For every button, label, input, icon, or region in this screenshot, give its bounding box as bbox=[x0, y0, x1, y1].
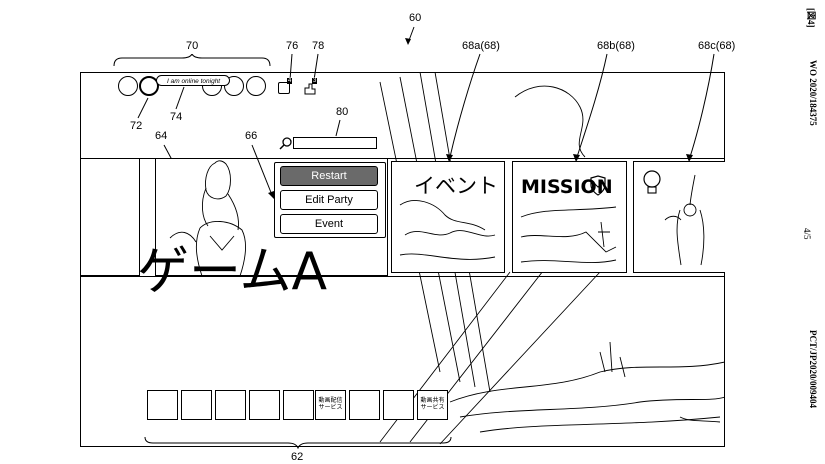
avatar-icon[interactable] bbox=[118, 76, 138, 96]
hint-card-sketch bbox=[664, 174, 705, 266]
ref-card-b: 68b(68) bbox=[597, 40, 635, 52]
avatar-icon[interactable] bbox=[246, 76, 266, 96]
band-top-line bbox=[80, 158, 725, 159]
ref-notif-icon-b: 78 bbox=[312, 40, 325, 52]
ref-figure-60: 60 bbox=[409, 12, 422, 24]
mission-card[interactable] bbox=[512, 161, 627, 273]
ref-game-image: 64 bbox=[155, 130, 168, 142]
search-input[interactable] bbox=[293, 137, 377, 149]
avatar-bar-brace bbox=[113, 54, 271, 67]
shield-icon bbox=[590, 175, 606, 196]
ref-speech-bubble: 74 bbox=[170, 111, 183, 123]
ref-leader-74 bbox=[175, 86, 185, 110]
ref-arrow-68a bbox=[446, 53, 481, 162]
thumbnail-item[interactable] bbox=[181, 390, 212, 420]
page-marker: 4/5 bbox=[802, 228, 812, 240]
ref-card-c: 68c(68) bbox=[698, 40, 736, 52]
thumbnail-item[interactable] bbox=[383, 390, 414, 420]
event-card-sketch bbox=[399, 200, 496, 260]
previous-game-frame[interactable] bbox=[80, 158, 140, 276]
notif-badge-b: 3 bbox=[312, 78, 318, 84]
thumbnail-item[interactable] bbox=[349, 390, 380, 420]
speech-bubble-text: I am online tonight bbox=[167, 78, 221, 85]
ref-leader-76-78 bbox=[289, 53, 319, 81]
thumbnail-item[interactable] bbox=[249, 390, 280, 420]
band-bottom-line bbox=[80, 276, 725, 277]
video-streaming-thumbnail[interactable]: 動画配信 サービス bbox=[315, 390, 346, 420]
ref-arrow-68c bbox=[686, 53, 715, 162]
game-character-sketch bbox=[169, 160, 247, 276]
ref-menu: 66 bbox=[245, 130, 258, 142]
thumbnail-item[interactable] bbox=[215, 390, 246, 420]
ref-leader-72 bbox=[137, 97, 149, 119]
search-icon[interactable] bbox=[279, 136, 293, 150]
smiley-icon[interactable] bbox=[278, 82, 290, 94]
thumbnail-item[interactable] bbox=[283, 390, 314, 420]
ref-selected-avatar: 72 bbox=[130, 120, 143, 132]
event-card-caption: イベント bbox=[414, 174, 498, 198]
restart-button[interactable]: Restart bbox=[280, 166, 378, 186]
ref-thumb-row: 62 bbox=[291, 451, 304, 463]
ref-arrow-68b bbox=[573, 53, 608, 162]
speech-bubble: I am online tonight bbox=[156, 75, 230, 86]
ref-card-a: 68a(68) bbox=[462, 40, 500, 52]
thumb-row-brace bbox=[144, 436, 452, 449]
mission-card-caption: MISSION bbox=[521, 176, 613, 198]
side-header: [図4] bbox=[806, 8, 816, 28]
ref-arrow-66 bbox=[251, 144, 274, 199]
ref-notif-icon-a: 76 bbox=[286, 40, 299, 52]
event-button[interactable]: Event bbox=[280, 214, 378, 234]
game-title: ゲームA bbox=[137, 242, 328, 302]
ref-avatar-bar: 70 bbox=[186, 40, 199, 52]
ref-search-field: 80 bbox=[336, 106, 349, 118]
ref-arrow-60 bbox=[405, 26, 415, 45]
application-number: PCT/JP2020/009404 bbox=[808, 330, 818, 408]
avatar-icon[interactable] bbox=[139, 76, 159, 96]
notif-badge-a: 4 bbox=[287, 78, 293, 84]
edit-party-button[interactable]: Edit Party bbox=[280, 190, 378, 210]
video-sharing-thumbnail[interactable]: 動画共有 サービス bbox=[417, 390, 448, 420]
ref-leader-80 bbox=[335, 119, 341, 137]
publication-number: WO 2020/184375 bbox=[808, 60, 818, 126]
hand-icon[interactable] bbox=[303, 82, 317, 96]
mission-card-sketch bbox=[520, 206, 617, 264]
lightbulb-icon bbox=[643, 170, 661, 194]
thumbnail-item[interactable] bbox=[147, 390, 178, 420]
